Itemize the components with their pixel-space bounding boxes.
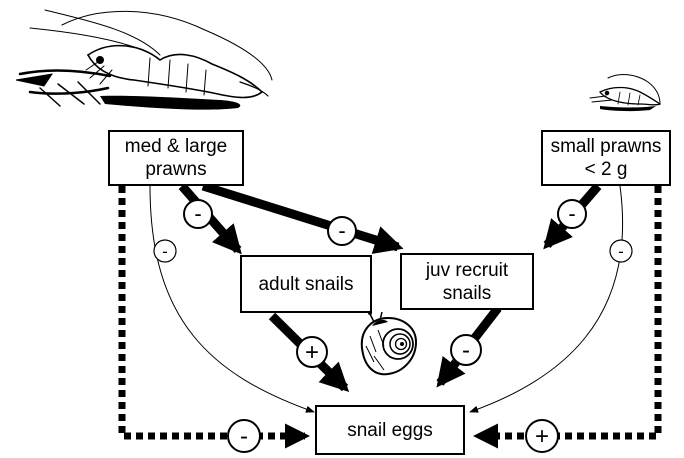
effect-sign: -	[462, 337, 470, 364]
small-prawn-illustration	[589, 74, 661, 112]
node-label: small prawns < 2 g	[550, 136, 662, 180]
effect-sign: -	[240, 423, 248, 450]
node-adult-snails: adult snails	[240, 255, 372, 313]
effect-adult-to-eggs: +	[296, 336, 328, 368]
effect-med-to-adult: -	[183, 199, 213, 229]
effect-small-to-juv: -	[557, 199, 587, 229]
node-label: snail eggs	[347, 419, 433, 441]
effect-sign: +	[535, 423, 549, 450]
edge-med-to-juv	[201, 181, 404, 254]
effect-juv-to-eggs: -	[450, 334, 482, 366]
node-small-prawns: small prawns < 2 g	[541, 130, 671, 186]
effect-med-to-juv: -	[327, 216, 357, 246]
effect-small-to-eggs-thin: -	[609, 239, 633, 263]
node-juv-recruit-snails: juv recruit snails	[400, 253, 534, 310]
node-med-large-prawns: med & large prawns	[108, 130, 244, 186]
effect-sign: -	[194, 201, 201, 226]
snail-illustration	[360, 311, 418, 376]
node-label: juv recruit snails	[425, 259, 509, 304]
effect-sign: -	[618, 242, 624, 261]
effect-small-to-eggs-dotted: +	[525, 419, 559, 453]
effect-sign: -	[338, 218, 345, 243]
effect-sign: +	[305, 339, 319, 366]
large-prawn-illustration	[15, 9, 273, 110]
node-label: adult snails	[258, 273, 354, 295]
effect-sign: -	[568, 201, 575, 226]
edge-small-to-eggs-thin	[469, 185, 624, 413]
effect-med-to-eggs-thin: -	[153, 239, 177, 263]
edge-med-to-eggs-thin	[149, 185, 315, 413]
node-snail-eggs: snail eggs	[315, 405, 465, 455]
effect-sign: -	[162, 242, 168, 261]
node-label: med & large prawns	[124, 136, 228, 180]
effect-med-to-eggs-dotted: -	[227, 419, 261, 453]
